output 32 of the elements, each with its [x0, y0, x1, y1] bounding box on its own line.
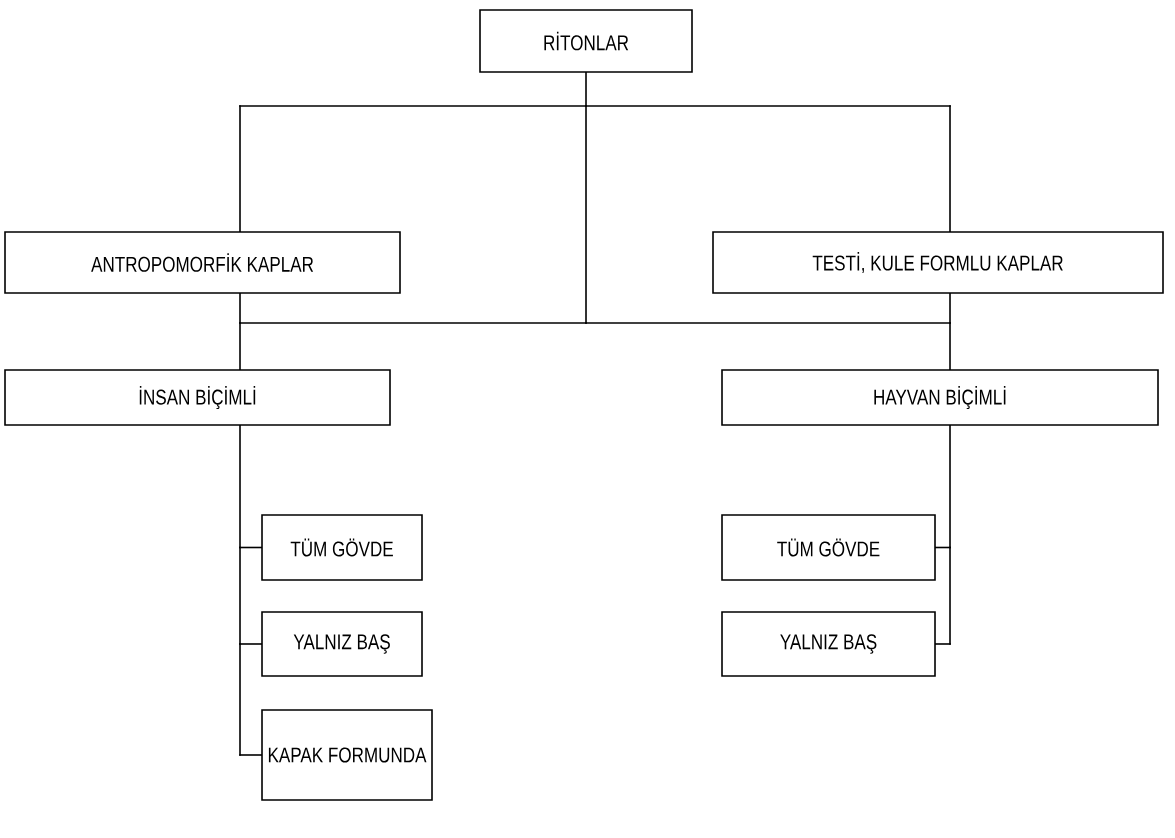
connector-line: [949, 546, 951, 645]
category-box: ANTROPOMORFİK KAPLAR: [4, 231, 401, 294]
connector-line: [935, 546, 951, 549]
connector-line: [239, 546, 262, 549]
connector-line: [239, 425, 241, 549]
connector-line: [585, 322, 951, 324]
category-box: YALNIZ BAŞ: [261, 611, 423, 677]
category-box: İNSAN BİÇİMLİ: [4, 369, 391, 426]
connector-line: [935, 643, 951, 645]
connector-line: [949, 425, 951, 549]
connector-line: [585, 105, 587, 324]
connector-line: [239, 105, 241, 232]
connector-line: [949, 322, 951, 370]
category-box: TÜM GÖVDE: [261, 514, 423, 581]
category-box: KAPAK FORMUNDA: [261, 709, 433, 801]
connector-line: [239, 105, 587, 107]
connector-line: [239, 643, 241, 756]
connector-line: [585, 105, 951, 107]
connector-line: [949, 105, 951, 232]
category-box: TÜM GÖVDE: [721, 514, 936, 581]
connector-line: [949, 293, 951, 324]
category-box: YALNIZ BAŞ: [721, 611, 936, 677]
connector-line: [239, 293, 241, 324]
connector-line: [239, 754, 262, 756]
connector-line: [239, 322, 587, 324]
category-box: RİTONLAR: [479, 9, 693, 73]
connector-line: [239, 546, 241, 645]
connector-line: [585, 72, 587, 107]
connector-line: [239, 322, 241, 370]
connector-line: [239, 643, 262, 645]
category-box: TESTİ, KULE FORMLU KAPLAR: [712, 231, 1164, 294]
category-box: HAYVAN BİÇİMLİ: [721, 369, 1159, 426]
